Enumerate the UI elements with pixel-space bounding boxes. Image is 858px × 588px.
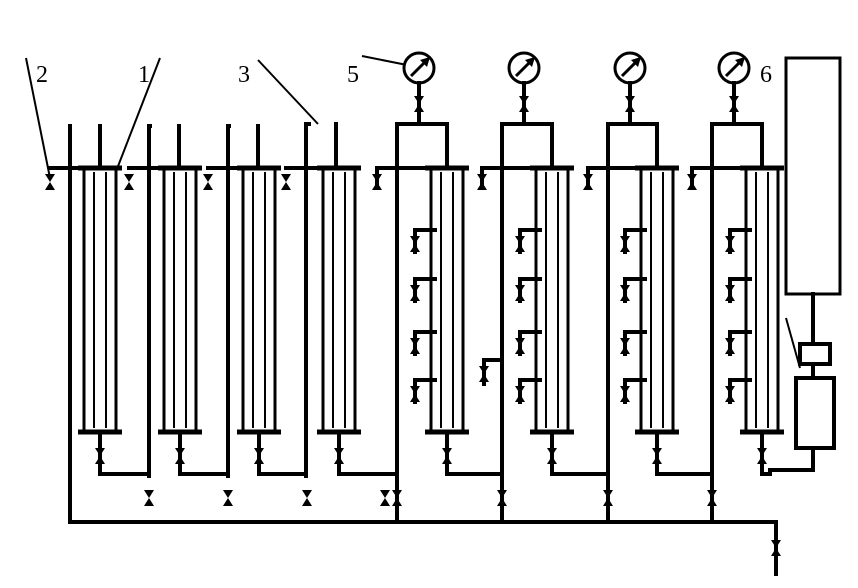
column-tube (162, 166, 198, 434)
column-tube (321, 166, 357, 434)
outlet-pipe (655, 430, 714, 476)
inlet-valve (45, 174, 55, 182)
outlet-pipe (98, 430, 151, 476)
manifold-valve (302, 490, 312, 498)
outlet-pipe (257, 430, 308, 476)
outlet-pipe (760, 430, 772, 476)
outlet-valve (334, 448, 344, 456)
inlet-valve (477, 174, 487, 182)
label-6: 6 (760, 62, 772, 88)
label-5: 5 (347, 62, 359, 88)
leader-lines (25, 55, 805, 369)
column-unit-4 (281, 122, 399, 506)
valve (620, 386, 630, 394)
outlet-valve (254, 448, 264, 456)
valve (725, 285, 735, 293)
inlet-valve (583, 174, 593, 182)
valve (515, 386, 525, 394)
valve (729, 96, 739, 104)
column-tube (429, 166, 465, 434)
inlet-valve (203, 174, 213, 182)
manifold-valve (392, 490, 402, 498)
valve (725, 386, 735, 394)
riser-pipe (147, 124, 152, 478)
label-3: 3 (238, 62, 250, 88)
outlet-valve (652, 448, 662, 456)
valve (414, 96, 424, 104)
valve (515, 338, 525, 346)
inlet-valve (124, 174, 134, 182)
column-tube (534, 166, 570, 434)
riser-pipe (304, 122, 311, 478)
outlet-valve (757, 448, 767, 456)
manifold-valve (380, 490, 390, 498)
valve (725, 236, 735, 244)
valve (625, 96, 635, 104)
inlet-valve (687, 174, 697, 182)
column-unit-1 (45, 124, 154, 506)
column-units (45, 51, 784, 556)
pump-head (798, 342, 832, 366)
valve (620, 285, 630, 293)
outlet-valve (442, 448, 452, 456)
column-unit-7 (583, 51, 714, 524)
manifold-valve (707, 490, 717, 498)
manifold-valve (223, 490, 233, 498)
outlet-pipe (550, 430, 610, 476)
bottom-manifold (68, 474, 778, 576)
outlet-valve (547, 448, 557, 456)
column-unit-2 (124, 124, 233, 506)
valve (515, 285, 525, 293)
outlet-pipe (178, 430, 230, 476)
outlet-valve (95, 448, 105, 456)
manifold-valve (497, 490, 507, 498)
valve (410, 285, 420, 293)
column-unit-3 (203, 124, 312, 506)
pump-body (794, 376, 836, 450)
valve (410, 338, 420, 346)
column-unit-8 (687, 51, 784, 524)
tank (784, 56, 842, 296)
riser-pipe (226, 124, 231, 478)
manifold-valve (603, 490, 613, 498)
outlet-pipe (337, 430, 399, 476)
inlet-valve (281, 174, 291, 182)
manifold-valve (144, 490, 154, 498)
valve (410, 386, 420, 394)
column-unit-6 (477, 51, 610, 524)
column-tube (744, 166, 780, 434)
label-1: 1 (138, 62, 150, 88)
column-tube (639, 166, 675, 434)
valve (479, 366, 489, 374)
column-tube (241, 166, 277, 434)
drain-valve (771, 540, 781, 548)
valve (519, 96, 529, 104)
column-tube (82, 166, 118, 434)
valve (620, 338, 630, 346)
outlet-valve (175, 448, 185, 456)
tank-assembly (768, 56, 842, 472)
outlet-pipe (445, 430, 504, 476)
valve (515, 236, 525, 244)
valve (725, 338, 735, 346)
valve (410, 236, 420, 244)
inlet-valve (372, 174, 382, 182)
label-2: 2 (36, 62, 48, 88)
valve (620, 236, 630, 244)
column-unit-5 (372, 51, 504, 524)
